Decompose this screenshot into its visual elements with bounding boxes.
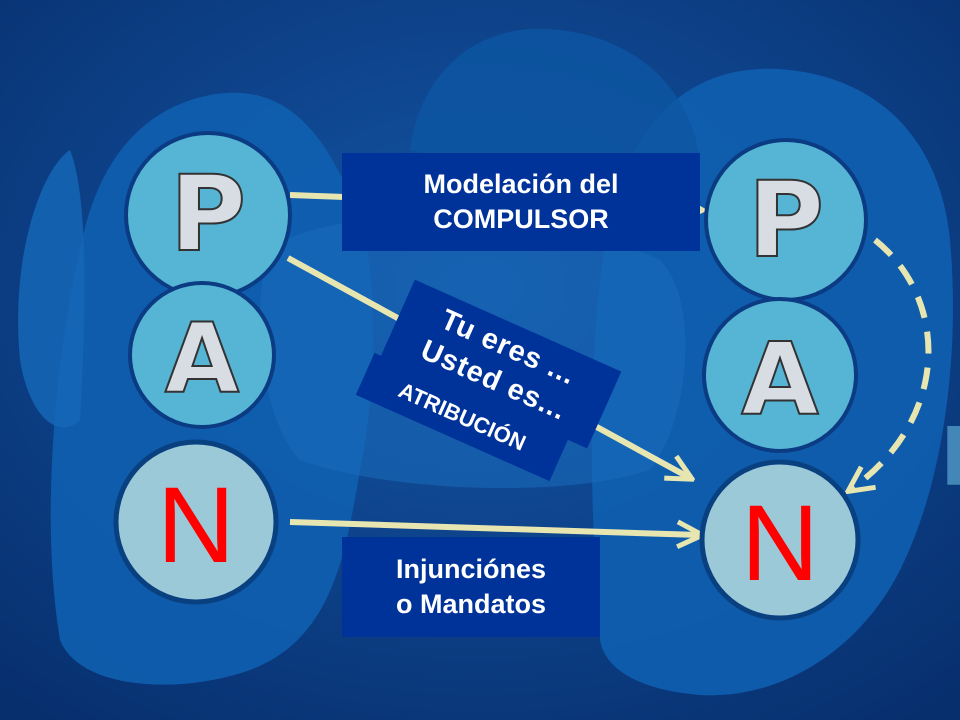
left-n-letter: N — [157, 464, 235, 585]
modelacion-line1: Modelación del — [423, 168, 619, 199]
arrow-n-to-n — [289, 519, 700, 535]
right-a-letter: A — [741, 321, 818, 438]
injunciones-line2: o Mandatos — [395, 589, 546, 619]
right-n-circle — [699, 459, 861, 621]
modelacion-line2: COMPULSOR — [433, 204, 609, 234]
right-n-letter: N — [741, 482, 819, 603]
left-a-circle — [128, 281, 276, 429]
left-wing-shape — [18, 150, 85, 428]
left-a-letter: A — [165, 303, 239, 415]
left-p-letter: P — [170, 153, 246, 275]
right-a-circle — [702, 297, 858, 453]
arrow-dashed-p-to-n — [850, 237, 932, 490]
left-n-circle — [113, 439, 279, 605]
right-p-letter: P — [748, 159, 824, 281]
edge-letter: P — [940, 411, 960, 504]
injunciones-line1: Injunciónes — [395, 553, 547, 584]
injunciones-box: Injunciónes o Mandatos — [342, 537, 600, 637]
modelacion-box: Modelación del COMPULSOR — [342, 153, 700, 251]
top-hill-shape — [410, 28, 700, 167]
